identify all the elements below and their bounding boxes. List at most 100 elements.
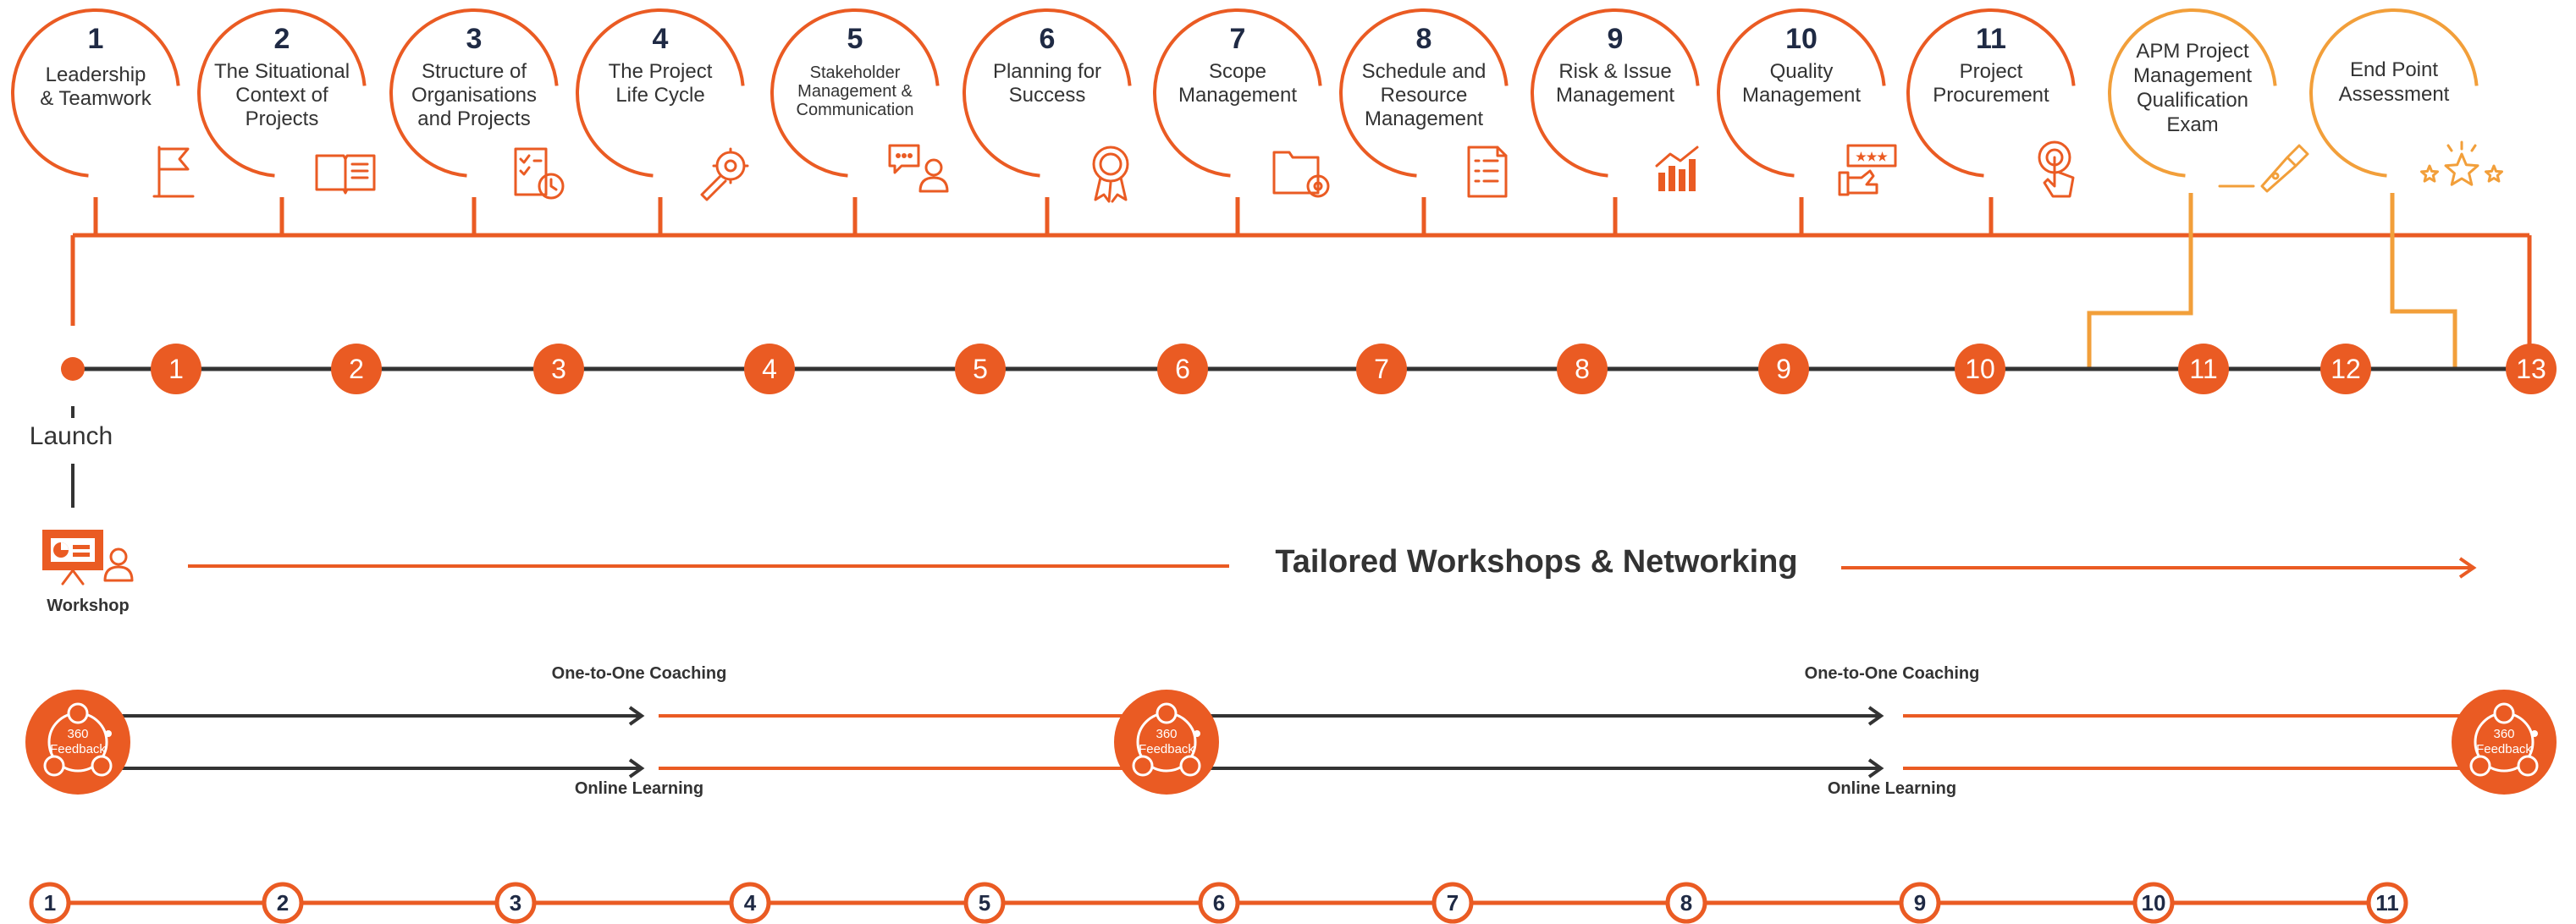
timeline-step-marker [2506,344,2557,394]
flag-icon [152,146,195,198]
module-title-line: Management [1178,84,1297,107]
timeline-step-marker [1356,344,1407,394]
module-number: 10 [1785,23,1818,55]
module-arc [389,8,559,178]
timeline-step-number: 5 [973,354,988,384]
epa-connector [2390,193,2457,369]
module-title-line: Organisations [411,84,537,107]
module-arc [1906,8,2076,178]
module-number: 4 [653,23,669,55]
workshop-banner: Tailored Workshops & Networking [1275,544,1797,580]
document-list-icon [1467,146,1508,198]
module-arc [197,8,367,178]
module-number: 5 [847,23,863,55]
bottom-step-number: 11 [2375,890,2399,916]
milestone-arc [2309,8,2479,178]
feedback-node [43,755,65,777]
coaching-arrow-head [1867,706,1884,726]
learning-arrow-head [1867,758,1884,778]
module-bracket [70,193,2532,369]
bottom-step-marker [2366,882,2408,924]
bottom-step-marker [29,882,71,924]
module-arc [1339,8,1509,178]
milestone-title-line: End Point [2350,58,2438,81]
module-number: 11 [1976,23,2006,55]
timeline-step-number: 2 [349,354,364,384]
timeline-step-marker [1955,344,2005,394]
module-number: 9 [1608,23,1624,55]
timeline-step-number: 11 [2189,354,2217,384]
milestone-title-line: Qualification [2137,89,2248,112]
timeline-step-number: 10 [1965,354,1995,384]
timeline-step-marker [1157,344,1208,394]
feedback-badge-number: 360 [2493,727,2514,741]
timeline-step-number: 7 [1374,354,1389,384]
module-arc [11,8,180,178]
module-arc [770,8,940,178]
touch-pointer-icon [2038,140,2075,198]
folder-gear-icon [1272,151,1330,198]
module-number: 3 [466,23,483,55]
stars: ★★★ [1856,150,1888,163]
timeline-step-marker [955,344,1006,394]
exam-connector [2087,193,2193,369]
timeline-step-number: 8 [1575,354,1590,384]
module-title-line: Stakeholder [810,63,901,82]
feedback-node [1179,755,1201,777]
wrench-gear-icon [700,147,749,201]
feedback-node [1132,755,1154,777]
feedback-dot [1194,730,1200,737]
feedback-badge-text: Feedback [50,742,106,756]
pen-nib-icon [2218,144,2309,193]
module-title-line: Leadership [46,63,146,86]
checklist-clock-icon [514,147,565,200]
milestone-arc [2108,8,2277,178]
coaching-label: One-to-One Coaching [552,664,727,683]
milestone-title-line: Management [2133,64,2252,87]
module-arc [1531,8,1700,178]
module-title-line: Resource [1381,84,1468,107]
feedback-badge-number: 360 [1156,727,1177,741]
timeline-step-marker [1758,344,1809,394]
timeline-step-marker [2320,344,2371,394]
feedback-node [91,755,113,777]
bottom-step-marker [262,882,304,924]
timeline-step-marker [1557,344,1608,394]
learning-label: Online Learning [575,779,703,798]
feedback-node [67,702,89,724]
speech-bubble-person-icon [888,144,949,193]
bottom-step-marker [1899,882,1941,924]
module-title-line: Management [1365,107,1483,130]
module-title-line: Procurement [1933,84,2049,107]
learning-arrow-head [628,758,645,778]
module-title-line: Projects [245,107,319,130]
module-title-line: The Situational [214,60,350,83]
feedback-node [2493,702,2515,724]
timeline-step-number: 12 [2331,354,2361,384]
timeline-step-number: 6 [1175,354,1190,384]
feedback-badge-text: Feedback [1139,742,1194,756]
launch-dot [61,357,85,381]
module-number: 8 [1416,23,1432,55]
timeline-step-number: 13 [2516,354,2546,384]
module-title-line: Context of [235,84,328,107]
bottom-step-marker [1665,882,1707,924]
bottom-step-marker [494,882,537,924]
pie-slice [61,542,69,550]
presentation-board-icon [42,530,134,586]
feedback-badge-text: Feedback [2476,742,2532,756]
feedback-dot [2531,730,2538,737]
module-title-line: Schedule and [1362,60,1487,83]
module-number: 2 [274,23,290,55]
workshop-arrowhead [2458,557,2477,579]
feedback-badge-number: 360 [67,727,88,741]
bar [1689,159,1696,191]
bottom-step-number: 3 [510,890,521,916]
milestone-title-line: Exam [2166,113,2218,136]
bottom-step-number: 1 [44,890,56,916]
module-number: 6 [1040,23,1056,55]
